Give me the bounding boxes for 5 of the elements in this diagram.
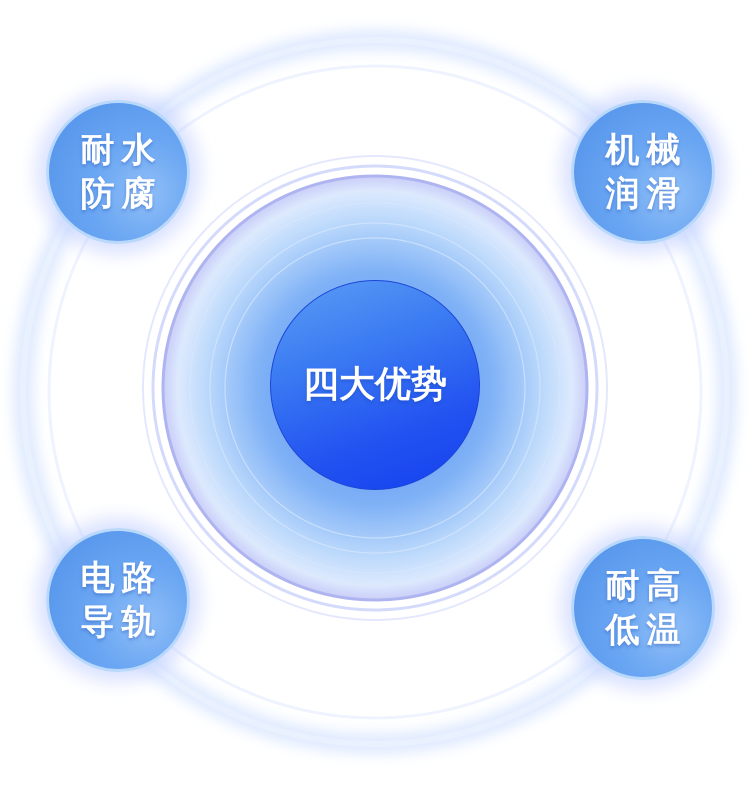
- node-label: 机械润滑: [604, 128, 690, 216]
- node-label: 四大优势: [303, 363, 447, 407]
- node-label: 电路导轨: [79, 556, 164, 644]
- node-label: 耐水防腐: [79, 128, 164, 216]
- node-label: 耐高低温: [604, 564, 690, 652]
